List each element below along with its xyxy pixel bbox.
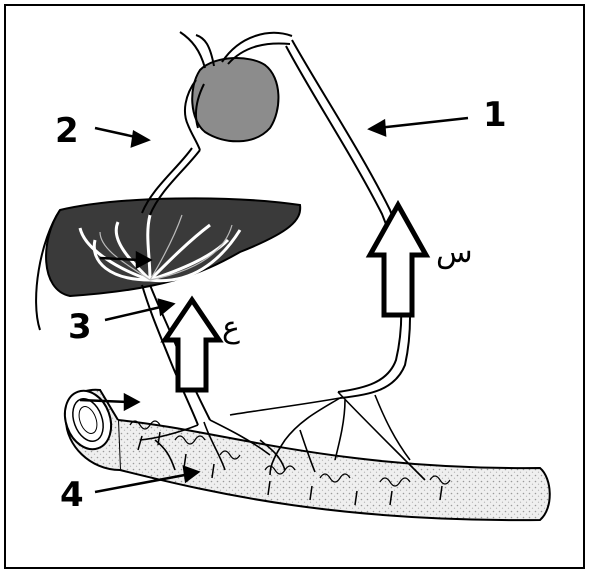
- flow-marker-ain: ع: [222, 313, 240, 343]
- heart: [180, 32, 292, 150]
- hollow-arrow-sin: [370, 205, 426, 315]
- label-3: 3: [68, 310, 92, 344]
- label-4: 4: [60, 478, 84, 512]
- label-1: 1: [483, 98, 507, 132]
- label-2: 2: [55, 114, 79, 148]
- flow-marker-sin: س: [436, 238, 473, 268]
- hollow-arrow-ain: [165, 300, 219, 390]
